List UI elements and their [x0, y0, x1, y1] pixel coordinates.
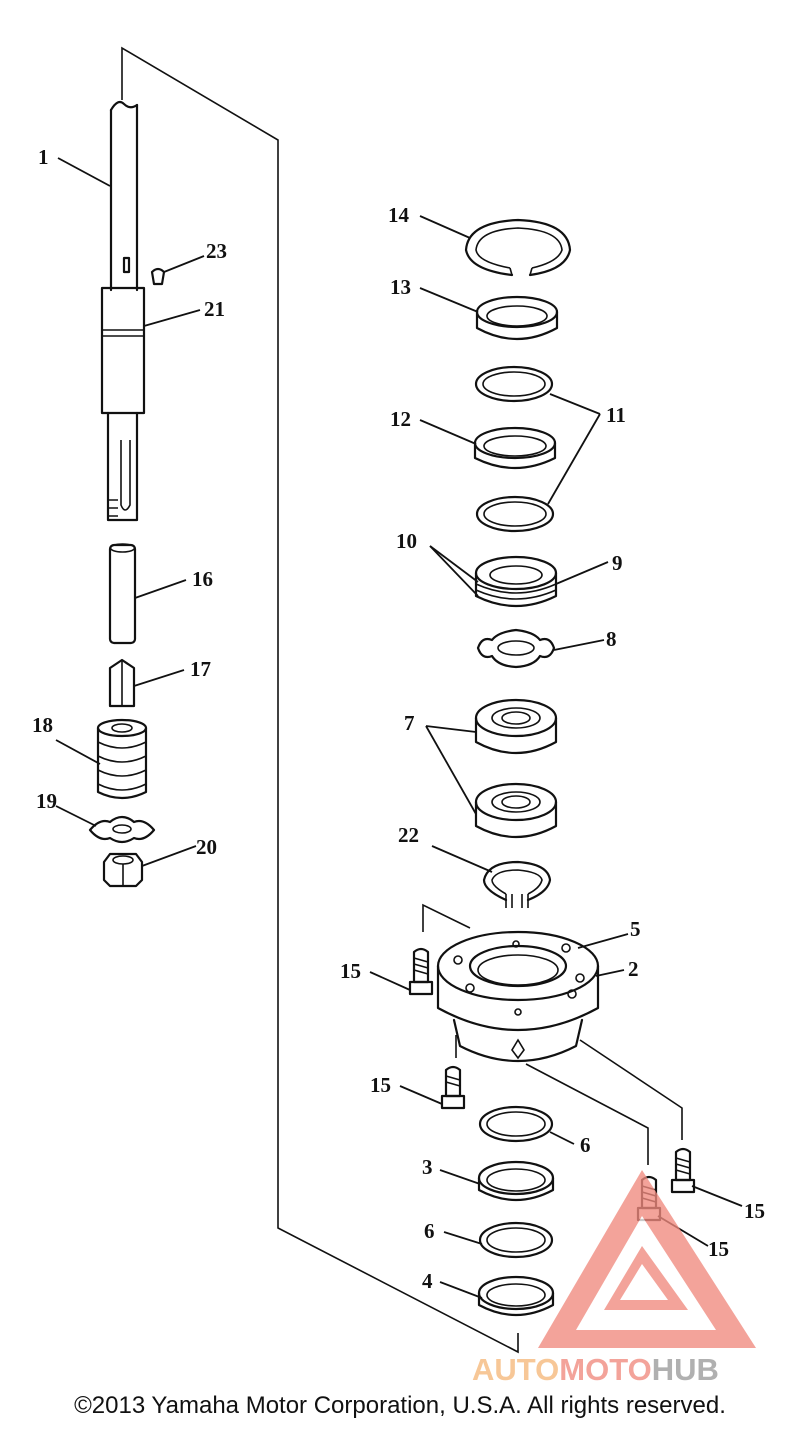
- part-15-bolt-c: [670, 1147, 696, 1194]
- part-7-bearing-lower: [474, 782, 558, 839]
- label-10: 10: [396, 529, 417, 553]
- label-19: 19: [36, 789, 57, 813]
- label-23: 23: [206, 239, 227, 263]
- label-6-a: 6: [580, 1133, 591, 1157]
- label-6-b: 6: [424, 1219, 435, 1243]
- label-20: 20: [196, 835, 217, 859]
- part-3-ring: [477, 1160, 555, 1201]
- housing-leader-lines: [422, 903, 471, 932]
- label-9: 9: [612, 551, 623, 575]
- watermark-moto: MOTO: [559, 1352, 651, 1387]
- label-1: 1: [38, 145, 49, 169]
- part-5-housing: [436, 930, 600, 1063]
- part-4-ring: [477, 1275, 555, 1316]
- part-12-ring: [473, 426, 557, 470]
- part-23-key: [150, 267, 166, 286]
- part-7-bearing-upper: [474, 698, 558, 755]
- label-12: 12: [390, 407, 411, 431]
- label-17: 17: [190, 657, 211, 681]
- part-19-washer: [88, 815, 156, 844]
- label-13: 13: [390, 275, 411, 299]
- label-4: 4: [422, 1269, 433, 1293]
- label-22: 22: [398, 823, 419, 847]
- label-15-d: 15: [708, 1237, 729, 1261]
- label-21: 21: [204, 297, 225, 321]
- part-18-spring: [96, 718, 148, 800]
- label-18: 18: [32, 713, 53, 737]
- part-1-shaft-lower: [106, 411, 139, 522]
- label-15-a: 15: [340, 959, 361, 983]
- automotohub-logo: AUTOMOTOHUB: [472, 1170, 756, 1387]
- part-15-bolt-b: [440, 1065, 466, 1110]
- part-14-snap-ring: [464, 218, 572, 277]
- label-7: 7: [404, 711, 415, 735]
- part-20-nut: [102, 852, 144, 888]
- part-11-seal-upper: [474, 365, 554, 403]
- assembly-frame-line: [121, 46, 519, 1354]
- part-labels: 1 23 21 16 17 18 19 20 14 13 11 12 10 9 …: [32, 145, 765, 1293]
- label-3: 3: [422, 1155, 433, 1179]
- part-17-clip: [108, 658, 136, 708]
- part-1-shaft: [109, 100, 139, 292]
- part-8-lock-washer: [476, 628, 556, 669]
- part-16-pin: [108, 543, 137, 645]
- svg-text:AUTOMOTOHUB: AUTOMOTOHUB: [472, 1352, 719, 1387]
- bolt-leader-right-2: [525, 1063, 649, 1165]
- copyright-notice: ©2013 Yamaha Motor Corporation, U.S.A. A…: [74, 1392, 726, 1419]
- label-11: 11: [606, 403, 626, 427]
- label-8: 8: [606, 627, 617, 651]
- label-14: 14: [388, 203, 410, 227]
- part-15-bolt-a: [408, 947, 434, 996]
- label-15-c: 15: [744, 1199, 765, 1223]
- watermark-auto: AUTO: [472, 1352, 559, 1387]
- part-22-circlip: [482, 860, 552, 908]
- part-21-sleeve: [100, 286, 146, 415]
- label-2: 2: [628, 957, 639, 981]
- watermark-hub: HUB: [652, 1352, 719, 1387]
- bolt-leader-right: [579, 1039, 683, 1140]
- label-5: 5: [630, 917, 641, 941]
- part-6-ring-lower: [478, 1221, 554, 1259]
- part-13-ring: [475, 295, 559, 341]
- part-9-bearing-case: [474, 555, 558, 608]
- part-11-seal-lower: [475, 495, 555, 533]
- label-15-b: 15: [370, 1073, 391, 1097]
- label-16: 16: [192, 567, 213, 591]
- leader-lines: [55, 157, 743, 1299]
- part-6-ring-upper: [478, 1105, 554, 1143]
